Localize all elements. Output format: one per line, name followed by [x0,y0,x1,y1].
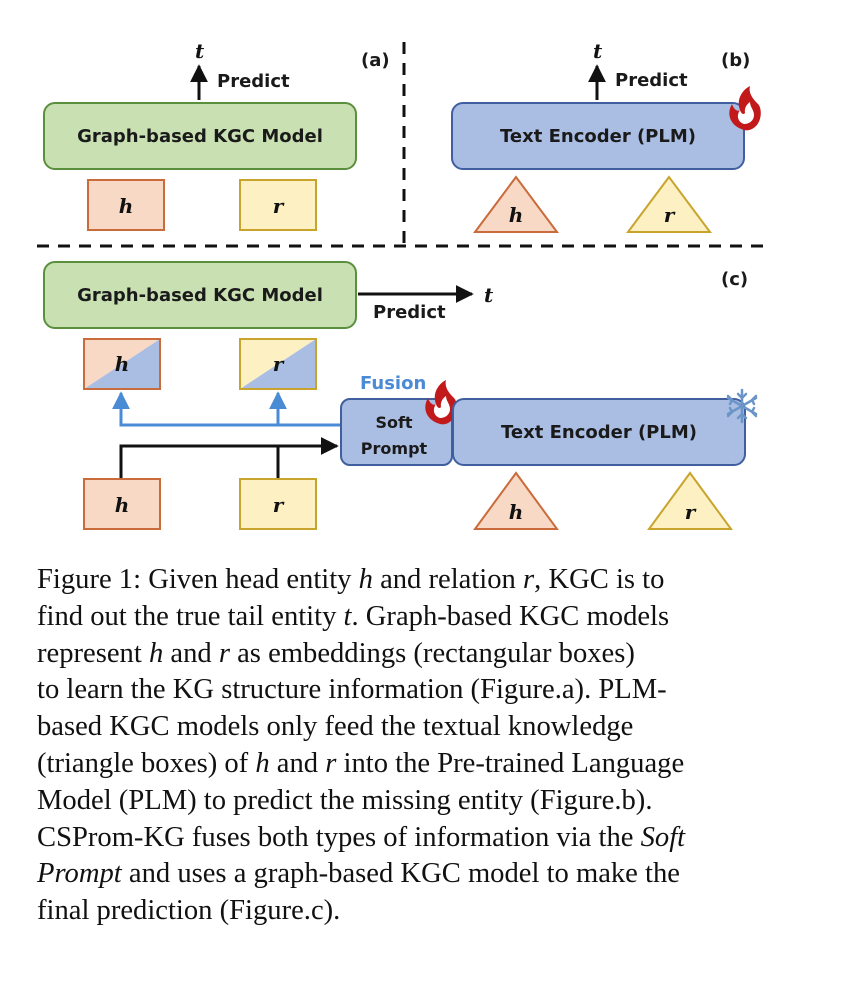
caption-line: to learn the KG structure information (F… [37,674,667,706]
caption-line: represent h and r as embeddings (rectang… [37,637,635,669]
panel-b-head-label: h [509,203,524,227]
panel-c-fusion-label: Fusion [360,373,426,394]
caption-line: Prompt and uses a graph-based KGC model … [37,858,680,890]
panel-a-graph-model-label: Graph-based KGC Model [77,126,323,147]
panel-b-head-triangle [473,175,559,233]
caption-line: final prediction (Figure.c). [37,895,341,927]
caption-line: based KGC models only feed the textual k… [37,711,634,743]
panel-a-relation-box [239,179,317,231]
caption-line: Figure 1: Given head entity h and relati… [37,564,665,595]
caption-line: (triangle boxes) of h and r into the Pre… [37,747,685,779]
panel-c-soft-prompt-line2: Prompt [361,439,428,458]
panel-b-output-t: t [593,39,603,63]
panel-c-head-label: h [115,493,130,517]
panel-b: (b) t Predict Text Encoder (PLM) h r [451,39,761,233]
panel-b-predict-label: Predict [615,70,688,91]
panel-a-head-label: h [119,194,134,218]
panel-c-fusion-line [112,391,341,427]
panel-c: (c) Graph-based KGC Model Predict t h r … [43,261,758,530]
panel-b-text-encoder-box [451,102,745,170]
caption-line: find out the true tail entity t. Graph-b… [37,600,670,632]
panel-a-graph-model-box [43,102,357,170]
panel-a-head-box [87,179,165,231]
panel-c-predict-label: Predict [373,302,446,323]
panel-c-soft-prompt-line1: Soft [375,413,412,432]
panel-c-head-box [83,478,161,530]
panel-c-text-encoder-box [452,398,746,466]
figure-diagram: (a) t Predict Graph-based KGC Model h r … [37,39,770,530]
panel-c-text-head-triangle [473,471,559,530]
panel-a: (a) t Predict Graph-based KGC Model h r [43,39,390,231]
panel-c-text-relation-triangle [647,471,733,530]
panel-c-relation-box [239,478,317,530]
panel-c-input-line [119,437,339,478]
figure-caption: Figure 1: Given head entity h and relati… [37,562,770,930]
panel-b-label: (b) [721,50,750,71]
panel-c-text-relation-label: r [685,500,697,524]
panel-b-flame-icon [729,86,761,131]
panel-c-graph-model-box [43,261,357,329]
panel-a-label: (a) [361,50,390,71]
caption-line: CSProm-KG fuses both types of informatio… [37,821,686,853]
panel-a-relation-label: r [273,194,285,218]
panel-c-snowflake-icon [726,388,758,424]
panel-c-fused-relation-label: r [273,352,285,376]
panel-b-relation-triangle [626,175,712,233]
panel-c-output-t: t [484,283,494,307]
panel-c-text-encoder-label: Text Encoder (PLM) [501,422,697,443]
panel-b-relation-label: r [664,203,676,227]
panel-b-text-encoder-label: Text Encoder (PLM) [500,126,696,147]
panel-c-graph-model-label: Graph-based KGC Model [77,285,323,306]
panel-c-relation-label: r [273,493,285,517]
panel-c-fused-head-label: h [115,352,130,376]
panel-c-text-head-label: h [509,500,524,524]
panel-a-output-t: t [195,39,205,63]
panel-a-predict-label: Predict [217,71,290,92]
panel-c-label: (c) [721,269,748,290]
panel-c-fused-relation-box [239,338,317,390]
panel-c-fused-head-box [83,338,161,390]
caption-line: Model (PLM) to predict the missing entit… [37,784,653,816]
